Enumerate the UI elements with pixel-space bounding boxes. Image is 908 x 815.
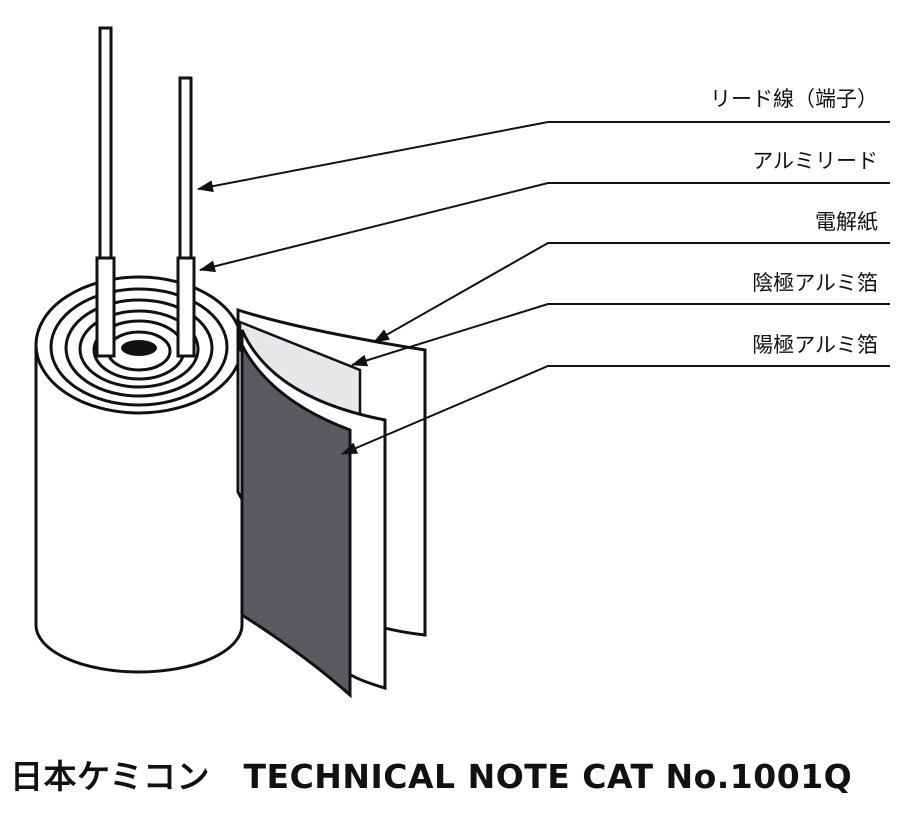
source-caption: 日本ケミコン TECHNICAL NOTE CAT No.1001Q	[10, 757, 853, 796]
leader-anode	[341, 365, 890, 455]
label-cathode-foil: 陰極アルミ箔	[752, 271, 878, 295]
label-anode-foil: 陽極アルミ箔	[752, 333, 878, 357]
leader-cathode	[351, 303, 890, 367]
label-alum-lead: アルミリード	[752, 149, 878, 173]
leader-alum-lead	[199, 182, 890, 273]
leader-lines	[197, 121, 890, 455]
terminal-right	[176, 76, 196, 358]
center-hole	[121, 340, 157, 356]
label-electrolytic-paper: 電解紙	[815, 210, 878, 234]
terminal-left	[95, 26, 116, 358]
leader-lead-wire	[197, 121, 890, 193]
anode-foil-sheet	[240, 344, 352, 699]
label-lead-wire: リード線（端子）	[710, 87, 878, 111]
leader-paper	[373, 242, 890, 343]
capacitor-roll	[34, 275, 244, 674]
